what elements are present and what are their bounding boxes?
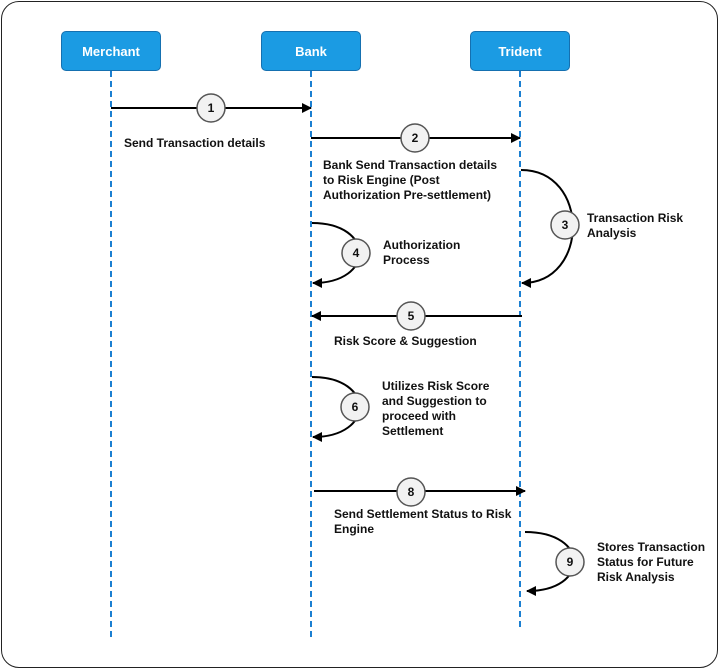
step-number-3: 3 [562, 218, 569, 232]
actor-bank: Bank [261, 31, 361, 71]
actor-trident: Trident [470, 31, 570, 71]
step-circle-5: 5 [396, 301, 426, 331]
step-label-1: Send Transaction details [124, 136, 266, 150]
step-circle-3: 3 [550, 210, 580, 240]
step-label-5: Risk Score & Suggestion [334, 334, 477, 348]
step-circle-1: 1 [196, 93, 226, 123]
step-number-4: 4 [353, 246, 360, 260]
step-number-1: 1 [208, 101, 215, 115]
step-number-6: 6 [352, 400, 359, 414]
step-number-8: 8 [408, 485, 415, 499]
step-number-2: 2 [412, 131, 419, 145]
step-number-5: 5 [408, 309, 415, 323]
step-circle-2: 2 [400, 123, 430, 153]
step-circle-8: 8 [396, 477, 426, 507]
step-circle-6: 6 [340, 392, 370, 422]
step-circle-4: 4 [341, 238, 371, 268]
step-number-9: 9 [567, 555, 574, 569]
actor-merchant: Merchant [61, 31, 161, 71]
step-circle-9: 9 [555, 547, 585, 577]
